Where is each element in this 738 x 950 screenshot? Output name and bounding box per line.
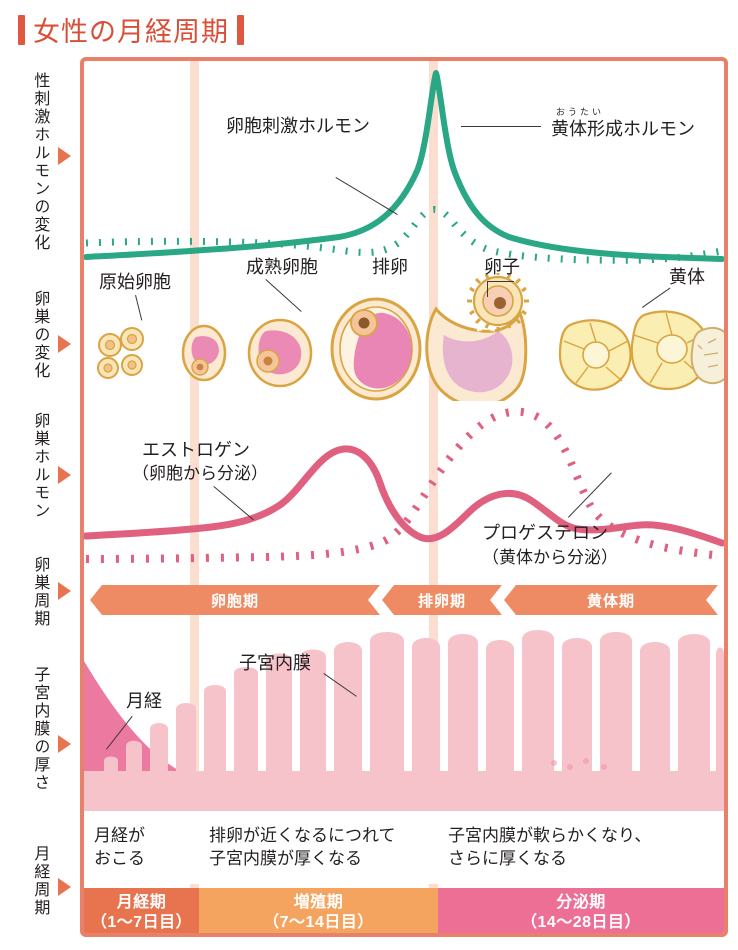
ovarian-phase-follicular[interactable]: 卵胞期 xyxy=(90,585,380,615)
menstrual-phase-secretory-name: 分泌期 xyxy=(556,894,606,911)
description-secretory-line1: 子宮内膜が軟らかくなり、 xyxy=(448,825,652,845)
row-marker-ovarian-cycle xyxy=(58,582,71,600)
menstrual-phase-bar: 月経期 （1〜7日目） 増殖期 （7〜14日目） 分泌期 （14〜28日目） xyxy=(84,884,724,933)
corpus-albicans xyxy=(690,326,724,385)
ovum xyxy=(467,273,529,332)
description-secretory: 子宮内膜が軟らかくなり、 さらに厚くなる xyxy=(438,811,724,884)
endometrium-graphic xyxy=(84,630,724,811)
endometrium-basal-layer xyxy=(84,771,724,811)
row-marker-menstrual-cycle xyxy=(58,878,71,896)
ovary-illustrations: 原始卵胞 成熟卵胞 排卵 卵子 黄体 xyxy=(84,257,724,401)
spiral-arteries xyxy=(551,758,607,770)
title-text: 女性の月経周期 xyxy=(33,17,229,47)
row-label-ovary-changes: 卵巣の変化 xyxy=(31,290,49,380)
primordial-follicle-label: 原始卵胞 xyxy=(99,272,171,292)
row-marker-gonadotropins xyxy=(58,147,71,165)
phase-divider-day14 xyxy=(429,61,438,933)
page-title: 女性の月経周期 xyxy=(18,10,244,49)
description-secretory-line2: さらに厚くなる xyxy=(448,848,567,868)
lh-leader-line xyxy=(461,126,541,127)
menstrual-phase-menstrual[interactable]: 月経期 （1〜7日目） xyxy=(84,888,199,933)
ovulating-follicle xyxy=(425,298,528,401)
cycle-diagram-frame: 卵胞刺激ホルモン おうたい 黄体形成ホルモン xyxy=(80,57,728,937)
menstruation-shedding xyxy=(84,661,180,771)
menstrual-phase-menstrual-name: 月経期 xyxy=(116,894,167,911)
estrogen-label: エストロゲン xyxy=(142,440,250,460)
phase-description-row: 月経が おこる 排卵が近くなるにつれて 子宮内膜が厚くなる 子宮内膜が軟らかくな… xyxy=(84,811,724,884)
progesterone-curve xyxy=(85,407,723,563)
menstrual-phase-proliferative[interactable]: 増殖期 （7〜14日目） xyxy=(199,888,438,933)
ovarian-phase-luteal[interactable]: 黄体期 xyxy=(504,585,718,615)
menstrual-phase-proliferative-name: 増殖期 xyxy=(293,894,344,911)
description-menstrual-line1: 月経が xyxy=(94,825,145,845)
description-proliferative-line1: 排卵が近くなるにつれて xyxy=(209,825,396,845)
mature-follicle-label: 成熟卵胞 xyxy=(246,257,318,277)
menstrual-phase-proliferative-days: （7〜14日目） xyxy=(263,914,374,931)
title-accent-bar-left xyxy=(18,14,25,45)
primary-follicle xyxy=(181,324,227,382)
progesterone-label: プロゲステロン xyxy=(482,523,608,543)
ovary-stage-graphics xyxy=(97,273,724,401)
menstruation-label: 月経 xyxy=(126,691,162,711)
description-menstrual: 月経が おこる xyxy=(84,811,199,884)
description-menstrual-line2: おこる xyxy=(94,848,145,868)
menstrual-phase-secretory-days: （14〜28日目） xyxy=(520,914,642,931)
row-label-ovarian-cycle: 卵巣周期 xyxy=(31,556,49,628)
ovum-label: 卵子 xyxy=(484,257,520,277)
menstrual-phase-secretory[interactable]: 分泌期 （14〜28日目） xyxy=(438,888,724,933)
fsh-label: 卵胞刺激ホルモン xyxy=(226,116,370,136)
phase-divider-day7 xyxy=(190,61,199,933)
row-label-endometrium-thickness: 子宮内膜の厚さ xyxy=(31,666,49,792)
row-label-menstrual-cycle: 月経周期 xyxy=(31,845,49,917)
row-marker-ovary-changes xyxy=(58,335,71,353)
ovarian-hormone-curves xyxy=(84,407,724,563)
corpus-luteum-label: 黄体 xyxy=(669,267,705,287)
endometrium-projections xyxy=(104,630,724,771)
primordial-follicle-cluster xyxy=(97,327,144,379)
row-marker-ovarian-hormones xyxy=(58,466,71,484)
description-proliferative: 排卵が近くなるにつれて 子宮内膜が厚くなる xyxy=(199,811,438,884)
secondary-follicle xyxy=(247,318,313,388)
estrogen-sublabel: （卵胞から分泌） xyxy=(132,464,268,483)
row-label-ovarian-hormones: 卵巣ホルモン xyxy=(31,412,49,520)
ovum-leader-v xyxy=(487,281,488,297)
endometrium-diagram: 月経 子宮内膜 xyxy=(84,621,724,811)
ovarian-phase-ovulatory[interactable]: 排卵期 xyxy=(382,585,502,615)
lh-curve xyxy=(84,70,724,262)
row-label-gonadotropins: 性刺激ホルモンの変化 xyxy=(31,72,49,252)
ovum-leader-h xyxy=(488,281,514,282)
estrogen-curve xyxy=(84,445,724,547)
gonadotropin-chart: 卵胞刺激ホルモン おうたい 黄体形成ホルモン xyxy=(84,61,724,273)
ovarian-hormone-chart: エストロゲン （卵胞から分泌） プロゲステロン （黄体から分泌） xyxy=(84,401,724,581)
title-accent-bar-right xyxy=(237,14,244,45)
ovarian-cycle-bar: 卵胞期 排卵期 黄体期 xyxy=(84,579,724,621)
mature-follicle xyxy=(330,297,422,401)
lh-label: 黄体形成ホルモン xyxy=(551,119,695,139)
menstrual-phase-menstrual-days: （1〜7日目） xyxy=(90,914,193,931)
gonadotropin-curves xyxy=(84,70,724,264)
early-corpus-luteum xyxy=(558,319,632,391)
ovulation-label: 排卵 xyxy=(372,257,408,277)
lh-label-ruby: おうたい xyxy=(556,107,605,117)
description-proliferative-line2: 子宮内膜が厚くなる xyxy=(209,848,362,868)
row-marker-endometrium-thickness xyxy=(58,735,71,753)
endometrium-label: 子宮内膜 xyxy=(239,653,311,673)
progesterone-sublabel: （黄体から分泌） xyxy=(482,548,618,567)
